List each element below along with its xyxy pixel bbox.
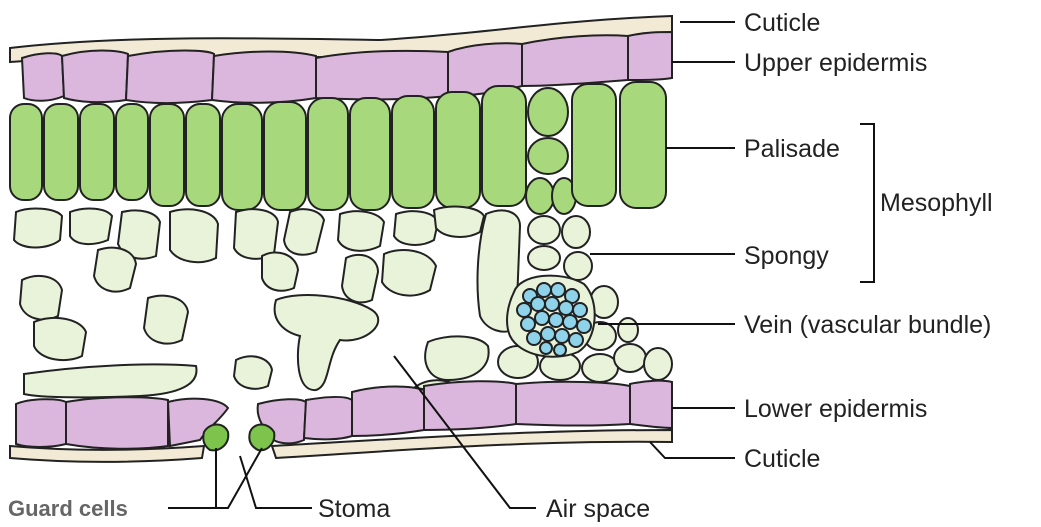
label-lower-epidermis: Lower epidermis [744, 395, 927, 423]
label-palisade: Palisade [744, 135, 840, 163]
label-upper-epidermis: Upper epidermis [744, 49, 927, 77]
guard-cells [203, 425, 274, 451]
vein-bundle [507, 276, 595, 357]
label-stoma: Stoma [318, 495, 390, 523]
label-guard-cells: Guard cells [8, 496, 128, 521]
label-spongy: Spongy [744, 242, 829, 270]
label-vein: Vein (vascular bundle) [744, 311, 991, 339]
label-air-space: Air space [546, 495, 650, 523]
label-cuticle-top: Cuticle [744, 9, 820, 37]
label-cuticle-bottom: Cuticle [744, 445, 820, 473]
label-mesophyll: Mesophyll [880, 189, 993, 217]
